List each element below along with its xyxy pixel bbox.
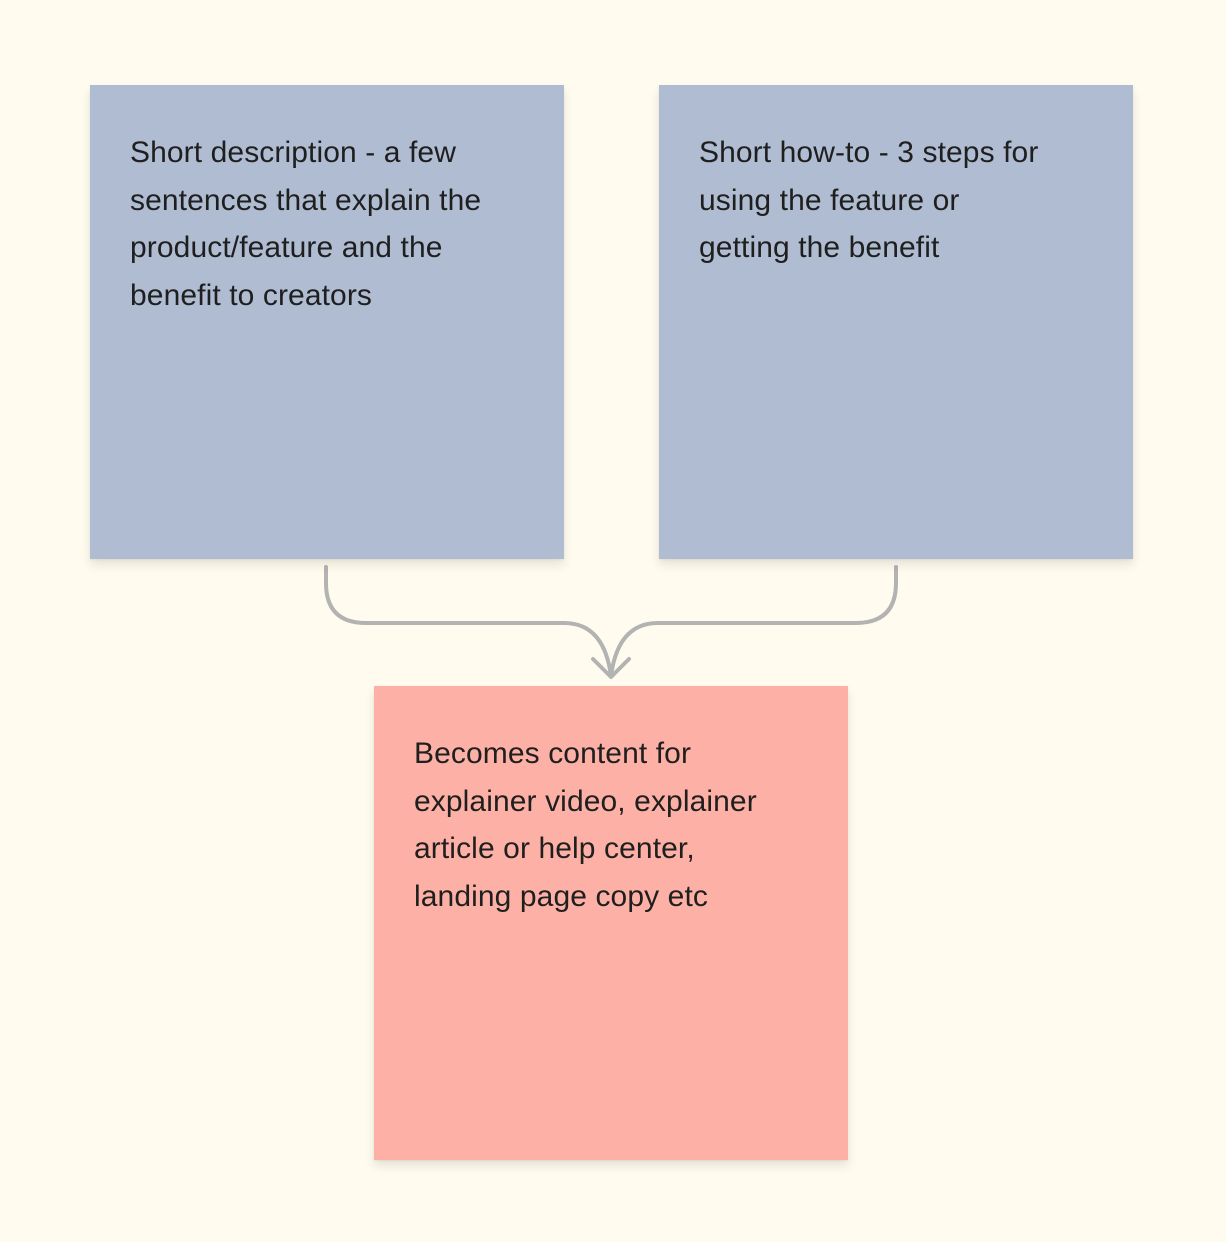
sticky-note-output[interactable]: Becomes content for explainer video, exp… [374, 686, 848, 1160]
sticky-note-how-to-text: Short how-to - 3 steps for using the fea… [699, 136, 1039, 264]
sticky-note-output-text: Becomes content for explainer video, exp… [414, 737, 757, 913]
arrowhead-icon [591, 657, 631, 679]
connector-branch-left [324, 565, 613, 678]
sticky-note-description[interactable]: Short description - a few sentences that… [90, 85, 564, 559]
connector-branch-right [609, 565, 898, 678]
sticky-note-how-to[interactable]: Short how-to - 3 steps for using the fea… [659, 85, 1133, 559]
sticky-note-description-text: Short description - a few sentences that… [130, 136, 482, 312]
